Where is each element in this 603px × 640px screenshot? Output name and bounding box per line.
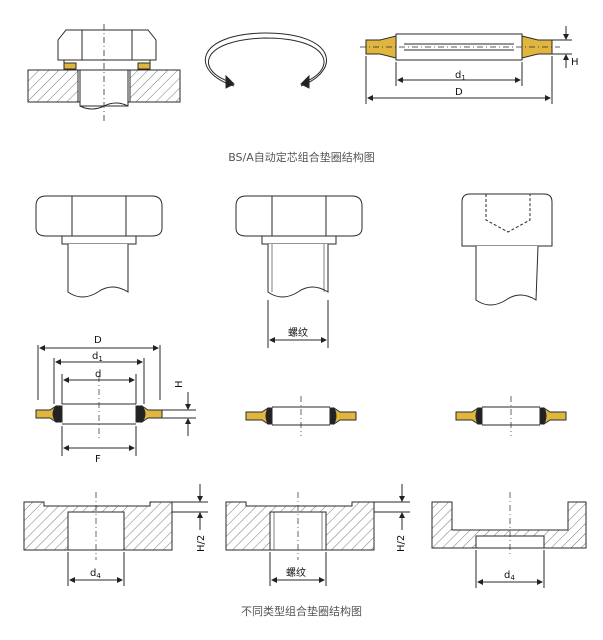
- top-washer-section: [360, 26, 572, 104]
- split-ring-drawing: [205, 32, 327, 89]
- bot-thread-label: 螺纹: [286, 566, 306, 579]
- bot-d4-left-label: d4: [90, 568, 101, 580]
- top-caption: BS/A自动定芯组合垫圈结构图: [228, 151, 375, 164]
- bolt-socket-right: [461, 193, 553, 306]
- big-F-label: F: [95, 454, 101, 465]
- big-d-label: d: [95, 369, 101, 380]
- bolt-hex-middle: [235, 195, 363, 348]
- bot-d4-right-label: d4: [504, 570, 515, 582]
- bottom-caption: 不同类型组合垫圈结构图: [241, 605, 362, 618]
- top-bolt-assembly: [27, 24, 181, 122]
- bot-H2-left-label: H/2: [196, 535, 207, 552]
- big-d1-label: d1: [92, 351, 103, 363]
- top-d1-label: d1: [455, 70, 466, 82]
- thread-mid-label: 螺纹: [288, 326, 308, 339]
- plate-mid-section: [225, 484, 410, 586]
- bolt-hex-left: [35, 195, 163, 298]
- washer-right-section: [455, 396, 567, 436]
- plate-right-section: [431, 492, 587, 588]
- big-D-label: D: [94, 335, 102, 346]
- top-H-label: H: [571, 57, 579, 68]
- bot-H2-mid-label: H/2: [396, 535, 407, 552]
- plate-left-section: [23, 484, 208, 586]
- washer-large-section: [35, 345, 196, 456]
- washer-mid-section: [245, 396, 357, 436]
- top-D-label: D: [455, 87, 463, 98]
- big-H-label: H: [174, 380, 185, 388]
